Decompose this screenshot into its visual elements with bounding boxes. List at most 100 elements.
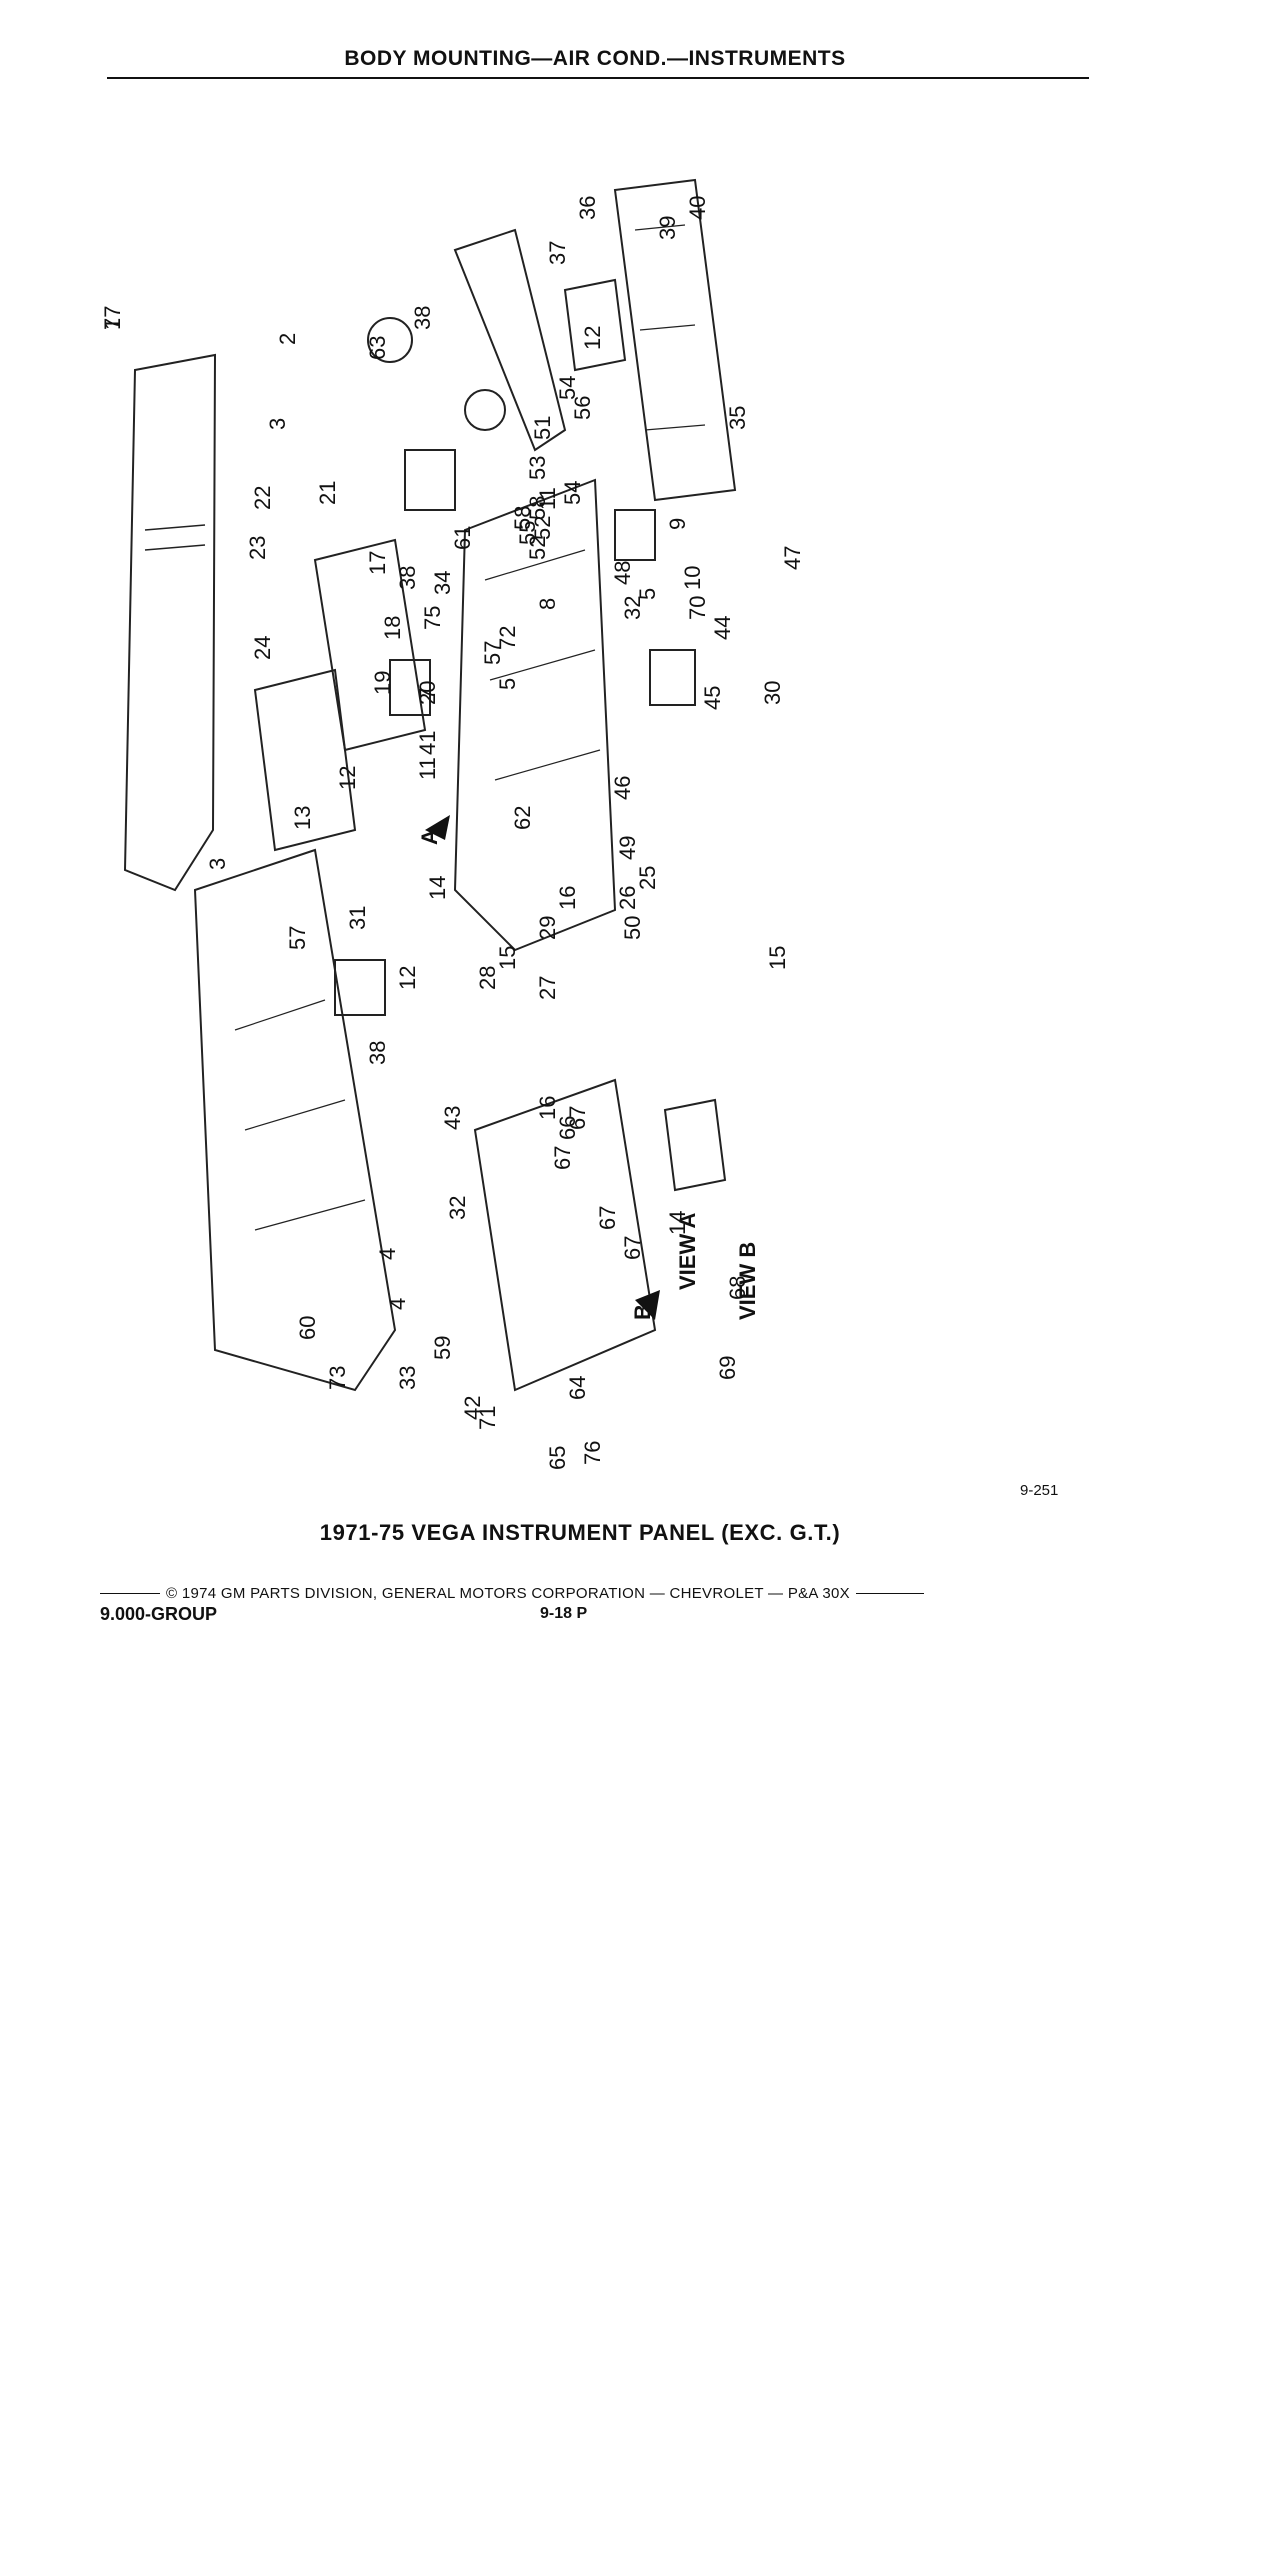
callout-number: 24 bbox=[250, 636, 275, 660]
footer-copyright-line: © 1974 GM PARTS DIVISION, GENERAL MOTORS… bbox=[100, 1585, 1060, 1602]
callout-number: 4 bbox=[385, 1298, 410, 1310]
callout-number: 22 bbox=[250, 486, 275, 510]
callout-number: 5 bbox=[635, 588, 660, 600]
callout-number: 21 bbox=[315, 481, 340, 505]
callout-number: 30 bbox=[760, 681, 785, 705]
callout-number: 16 bbox=[555, 886, 580, 910]
callout-number: 69 bbox=[715, 1356, 740, 1380]
callout-number: 73 bbox=[325, 1366, 350, 1390]
callout-number: 29 bbox=[535, 916, 560, 940]
instrument-carrier bbox=[453, 478, 617, 952]
footer-page-number: 9-18 P bbox=[540, 1605, 588, 1622]
callout-number: 61 bbox=[450, 526, 475, 550]
callout-number: 60 bbox=[295, 1316, 320, 1340]
callout-number: 10 bbox=[680, 566, 705, 590]
callout-number: 34 bbox=[430, 571, 455, 595]
figure-caption: 1971-75 VEGA INSTRUMENT PANEL (EXC. G.T.… bbox=[319, 1520, 841, 1545]
callout-number: 77 bbox=[100, 306, 125, 330]
callout-number: 52 bbox=[525, 536, 550, 560]
callout-number: 45 bbox=[700, 686, 725, 710]
callout-number: 4 bbox=[375, 1248, 400, 1260]
callout-number: 5 bbox=[495, 678, 520, 690]
callout-number: 54 bbox=[560, 481, 585, 505]
callout-number: 17 bbox=[365, 551, 390, 575]
callout-number: 12 bbox=[335, 766, 360, 790]
callout-number: 7 bbox=[415, 688, 440, 700]
heater-control bbox=[649, 649, 696, 706]
callout-number: 23 bbox=[245, 536, 270, 560]
callout-number: 51 bbox=[530, 416, 555, 440]
callout-number: 49 bbox=[615, 836, 640, 860]
callout-number: 11 bbox=[415, 757, 440, 780]
callout-number: 31 bbox=[345, 906, 370, 930]
callout-number: 2 bbox=[275, 333, 300, 345]
footer-group: 9.000-GROUP bbox=[100, 1604, 218, 1624]
cigar-lighter bbox=[464, 389, 506, 431]
callout-number: 67 bbox=[620, 1236, 645, 1260]
callout-number: 3 bbox=[265, 418, 290, 430]
callout-number: 32 bbox=[445, 1196, 470, 1220]
callout-number: 36 bbox=[575, 196, 600, 220]
callout-number: 27 bbox=[535, 976, 560, 1000]
callout-number: 47 bbox=[780, 546, 805, 570]
arrow-a-icon bbox=[425, 815, 450, 840]
callout-number: 38 bbox=[365, 1041, 390, 1065]
callout-number: 33 bbox=[395, 1366, 420, 1390]
callout-number: 18 bbox=[380, 616, 405, 640]
callout-number: 9 bbox=[665, 518, 690, 530]
callout-number: 25 bbox=[635, 866, 660, 890]
callout-number: 48 bbox=[610, 561, 635, 585]
switch-assembly bbox=[614, 509, 656, 561]
clock-assembly bbox=[367, 317, 413, 363]
callout-number: 20 bbox=[415, 681, 440, 705]
callout-number: 72 bbox=[495, 626, 520, 650]
callout-number: 12 bbox=[580, 326, 605, 350]
callout-number: 67 bbox=[565, 1106, 590, 1130]
callout-number: 68 bbox=[725, 1276, 750, 1300]
callout-number: 64 bbox=[565, 1376, 590, 1400]
callout-number: 66 bbox=[555, 1116, 580, 1140]
callout-number: 67 bbox=[595, 1206, 620, 1230]
callout-number: 14 bbox=[665, 1211, 690, 1235]
callout-number: 16 bbox=[535, 1096, 560, 1120]
glove-box-lock bbox=[404, 449, 456, 511]
view-a-bracket bbox=[663, 1098, 727, 1192]
figure-code: 9-251 bbox=[1020, 1482, 1059, 1499]
louver-assembly bbox=[253, 668, 357, 852]
view-b-label: VIEW B bbox=[735, 1242, 760, 1320]
footer-copyright: © 1974 GM PARTS DIVISION, GENERAL MOTORS… bbox=[166, 1585, 850, 1602]
callout-number: 70 bbox=[685, 596, 710, 620]
callout-number: 67 bbox=[550, 1146, 575, 1170]
callout-number: 58 bbox=[510, 506, 535, 530]
view-a-label: VIEW A bbox=[675, 1212, 700, 1290]
callout-number: 76 bbox=[580, 1441, 605, 1465]
callout-number: 75 bbox=[420, 606, 445, 630]
callout-number: 14 bbox=[425, 876, 450, 900]
defroster-duct bbox=[453, 228, 567, 452]
callout-number: 56 bbox=[570, 396, 595, 420]
callout-number: 54 bbox=[555, 376, 580, 400]
heater-case bbox=[473, 1078, 657, 1392]
header-rule bbox=[107, 77, 1089, 79]
callout-number: 28 bbox=[475, 966, 500, 990]
callout-number: 37 bbox=[545, 241, 570, 265]
callout-number: 38 bbox=[410, 306, 435, 330]
callout-number: 11 bbox=[535, 487, 560, 510]
callout-number: 71 bbox=[475, 1406, 500, 1430]
air-outlet-assembly bbox=[313, 538, 427, 752]
callout-number: 42 bbox=[460, 1396, 485, 1420]
footer-rule-left bbox=[100, 1592, 160, 1595]
callout-number: 1 bbox=[100, 318, 125, 330]
callout-number: 50 bbox=[620, 916, 645, 940]
callout-number: 26 bbox=[615, 886, 640, 910]
callout-number: 53 bbox=[525, 456, 550, 480]
callout-number: 43 bbox=[440, 1106, 465, 1130]
callout-number: 57 bbox=[285, 926, 310, 950]
callout-number: 38 bbox=[395, 566, 420, 590]
callout-number: 57 bbox=[480, 641, 505, 665]
callout-number: 65 bbox=[545, 1446, 570, 1470]
footer-rule-right bbox=[855, 1592, 924, 1595]
